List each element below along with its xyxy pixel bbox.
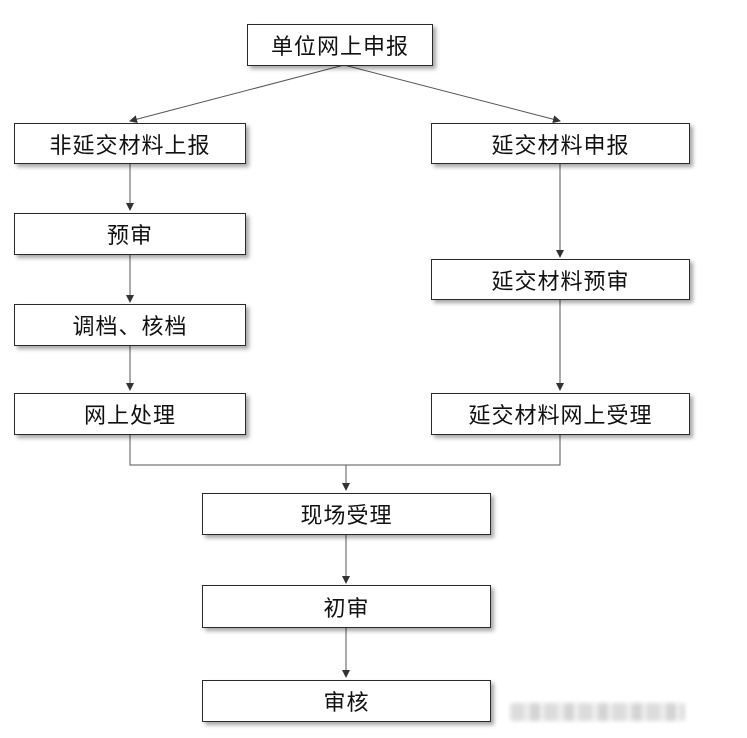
node-delay-material-apply: 延交材料申报 [431,123,690,164]
blurred-watermark [510,703,685,721]
node-delay-material-online-accept: 延交材料网上受理 [431,393,690,435]
node-non-delay-material-report: 非延交材料上报 [14,123,246,164]
node-first-review: 初审 [202,585,491,628]
node-delay-material-pre-review: 延交材料预审 [431,259,690,300]
node-unit-online-apply: 单位网上申报 [247,24,433,66]
node-onsite-acceptance: 现场受理 [202,493,491,535]
node-final-review: 审核 [202,680,491,722]
arrow-top-to-left [129,64,345,124]
node-pre-review: 预审 [14,213,246,255]
node-online-processing: 网上处理 [14,393,246,435]
merge-line [129,435,561,466]
node-transfer-and-check-files: 调档、核档 [14,304,246,346]
arrow-top-to-right [343,64,561,124]
